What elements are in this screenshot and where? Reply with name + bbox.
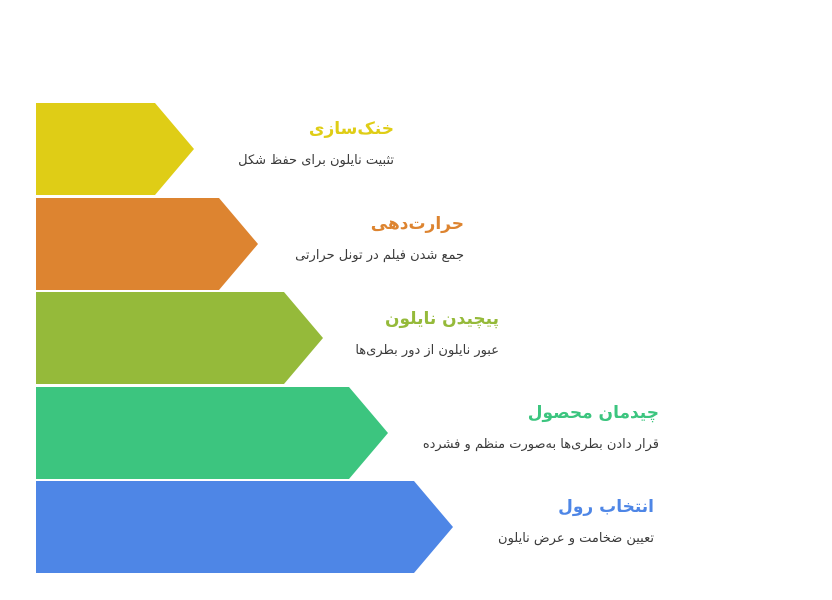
step-title: چیدمان محصول [527,403,659,423]
step-arrow-cooling [36,103,194,195]
step-label-cooling: خنک‌سازی تثبیت نایلون برای حفظ شکل [224,118,394,170]
step-arrow-shape [36,387,388,479]
step-label-wrapping: پیچیدن نایلون عبور نایلون از دور بطری‌ها [349,308,499,360]
step-label-roll-selection: انتخاب رول تعیین ضخامت و عرض نایلون [479,496,654,548]
step-arrow-heating [36,198,258,290]
step-label-heating: حرارت‌دهی جمع شدن فیلم در تونل حرارتی [284,213,464,265]
step-arrow-shape [36,103,194,195]
step-description: عبور نایلون از دور بطری‌ها [355,343,499,358]
step-label-arranging: چیدمان محصول قرار دادن بطری‌ها به‌صورت م… [414,402,659,454]
step-arrow-arranging [36,387,388,479]
step-description: تعیین ضخامت و عرض نایلون [498,531,654,546]
step-description: جمع شدن فیلم در تونل حرارتی [295,248,464,263]
step-arrow-roll-selection [36,481,453,573]
step-title: انتخاب رول [558,497,654,517]
step-arrow-shape [36,198,258,290]
step-arrow-wrapping [36,292,323,384]
step-title: خنک‌سازی [308,119,394,139]
step-arrow-shape [36,292,323,384]
step-description: تثبیت نایلون برای حفظ شکل [238,153,394,168]
step-title: حرارت‌دهی [370,214,464,234]
step-arrow-shape [36,481,453,573]
step-description: قرار دادن بطری‌ها به‌صورت منظم و فشرده [422,437,659,452]
step-title: پیچیدن نایلون [384,309,499,329]
